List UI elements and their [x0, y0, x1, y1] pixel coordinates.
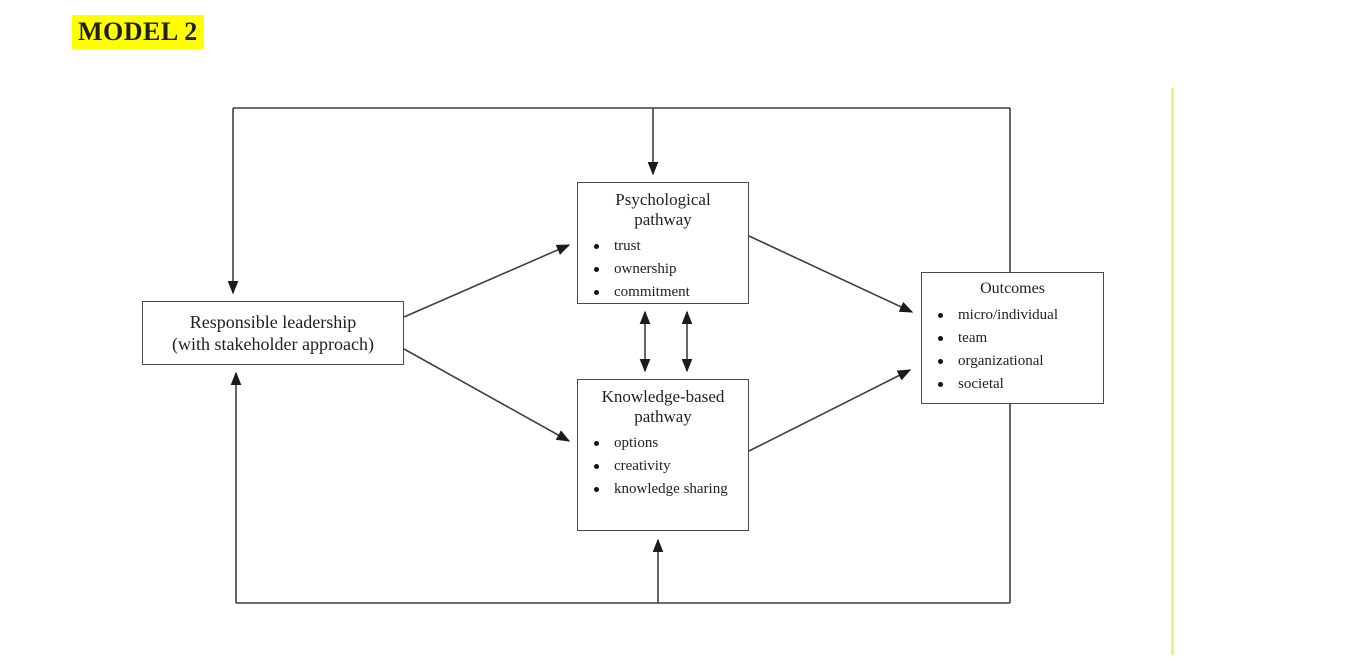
arrow-leadership-to-knowledge — [403, 348, 571, 442]
bullet-icon — [938, 359, 943, 364]
bullet-icon — [594, 487, 599, 492]
leadership-box-line2: (with stakeholder approach) — [172, 334, 374, 354]
psychological-bullet-list: trust ownership commitment — [578, 235, 748, 304]
arrow-leadership-to-psychological — [403, 244, 571, 318]
bullet-icon — [594, 290, 599, 295]
list-item: micro/individual — [938, 304, 1103, 327]
bullet-icon — [594, 441, 599, 446]
knowledge-title-line2: pathway — [634, 407, 692, 426]
model-title-highlight: MODEL 2 — [72, 15, 204, 49]
psychological-pathway-box: Psychological pathway trust ownership co… — [577, 182, 749, 304]
list-item: knowledge sharing — [594, 478, 748, 501]
list-item: commitment — [594, 281, 748, 304]
page-margin-line — [1171, 88, 1174, 655]
knowledge-box-title: Knowledge-based pathway — [578, 380, 748, 427]
arrow-knowledge-to-outcomes — [748, 369, 912, 452]
list-item: creativity — [594, 455, 748, 478]
psychological-title-line1: Psychological — [615, 190, 711, 209]
psychological-title-line2: pathway — [634, 210, 692, 229]
bullet-icon — [938, 336, 943, 341]
page-title: MODEL 2 — [72, 15, 204, 49]
list-item: options — [594, 432, 748, 455]
knowledge-bullet-list: options creativity knowledge sharing — [578, 432, 748, 501]
outcomes-box-title: Outcomes — [980, 280, 1045, 297]
arrow-psychological-to-outcomes — [748, 235, 914, 313]
bullet-icon — [938, 382, 943, 387]
list-item: ownership — [594, 258, 748, 281]
list-item: team — [938, 327, 1103, 350]
outcomes-box: Outcomes micro/individual team organizat… — [921, 272, 1104, 404]
psychological-box-title: Psychological pathway — [578, 183, 748, 230]
leadership-box-line1: Responsible leadership — [189, 312, 357, 332]
bullet-icon — [938, 313, 943, 318]
knowledge-title-line1: Knowledge-based — [601, 387, 725, 406]
list-item: societal — [938, 373, 1103, 396]
list-item: organizational — [938, 350, 1103, 373]
leadership-box: Responsible leadership (with stakeholder… — [142, 301, 404, 365]
list-item: trust — [594, 235, 748, 258]
bullet-icon — [594, 267, 599, 272]
bullet-icon — [594, 244, 599, 249]
bullet-icon — [594, 464, 599, 469]
knowledge-pathway-box: Knowledge-based pathway options creativi… — [577, 379, 749, 531]
outcomes-bullet-list: micro/individual team organizational soc… — [922, 304, 1103, 396]
